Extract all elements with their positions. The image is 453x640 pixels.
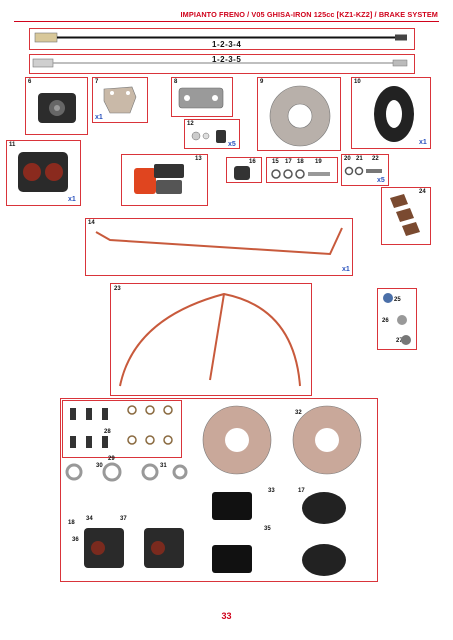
page-number: 33 [221, 611, 232, 621]
part-number-10: 10 [354, 79, 361, 85]
brake-hose-23-image [119, 292, 301, 387]
clips-24-image [390, 194, 420, 236]
page-header-title: IMPIANTO FRENO / V05 GHISA-IRON 125cc [K… [180, 10, 438, 19]
qty-12: x5 [228, 141, 236, 148]
part-number-7: 7 [95, 79, 99, 85]
spacer-bolt-image [344, 166, 382, 176]
part-box-7 [92, 77, 148, 123]
kit-number-35: 35 [264, 526, 271, 532]
kit-number-32: 32 [295, 410, 302, 416]
part-number-14: 14 [88, 220, 95, 226]
kit-number-30: 30 [96, 463, 103, 469]
part-number-13: 13 [195, 156, 202, 162]
part-number-6: 6 [28, 79, 32, 85]
kit-number-31: 31 [160, 463, 167, 469]
kit-number-17: 17 [298, 488, 305, 494]
kit-number-36: 36 [72, 537, 79, 543]
cable-a-illustration [34, 32, 407, 43]
part-number-27: 27 [396, 338, 403, 344]
disc-carrier-image [374, 86, 414, 142]
kit-number-33: 33 [268, 488, 275, 494]
part-number-16: 16 [249, 159, 256, 165]
part-number-15: 15 [272, 159, 279, 165]
qty-7: x1 [95, 114, 103, 121]
part-number-20: 20 [344, 156, 351, 162]
kit-number-29: 29 [108, 456, 115, 462]
part-number-24: 24 [419, 189, 426, 195]
part-number-9: 9 [260, 79, 264, 85]
part-number-12: 12 [187, 121, 194, 127]
header-rule [14, 21, 439, 22]
brake-disc-9-image [269, 85, 331, 147]
fittings-25-27-image [383, 293, 411, 345]
support-plate-image [178, 87, 224, 109]
part-number-21: 21 [356, 156, 363, 162]
cable-a-code: 1-2-3-4 [212, 40, 242, 49]
qty-14: x1 [342, 266, 350, 273]
part-number-19: 19 [315, 159, 322, 165]
part-number-23: 23 [114, 286, 121, 292]
kit-number-28: 28 [104, 429, 111, 435]
kit-subbox-bolts [62, 400, 182, 458]
pedal-bracket-image [38, 93, 76, 123]
bushing-16-image [234, 166, 250, 180]
caliper-11-image [18, 152, 68, 192]
qty-10: x1 [419, 139, 427, 146]
cable-box-a [29, 28, 415, 50]
qty-11: x1 [68, 196, 76, 203]
kit-components-image [65, 405, 362, 576]
part-number-8: 8 [174, 79, 178, 85]
cable-b-code: 1-2-3-5 [212, 55, 242, 64]
part-number-26: 26 [382, 318, 389, 324]
kit-number-18: 18 [68, 520, 75, 526]
part-number-11: 11 [9, 142, 16, 148]
part-number-22: 22 [372, 156, 379, 162]
brake-hose-14-image [95, 227, 343, 256]
washers-bolt-image [271, 169, 330, 179]
part-number-17: 17 [285, 159, 292, 165]
cable-b-illustration [32, 58, 408, 68]
caliper-plate-image [103, 86, 137, 114]
fittings-12-image [191, 130, 226, 143]
qty-22: x5 [377, 177, 385, 184]
part-number-18: 18 [297, 159, 304, 165]
cable-box-b [29, 54, 415, 74]
master-cylinder-image [134, 164, 184, 194]
kit-number-37: 37 [120, 516, 127, 522]
kit-number-34: 34 [86, 516, 93, 522]
part-number-25: 25 [394, 297, 401, 303]
